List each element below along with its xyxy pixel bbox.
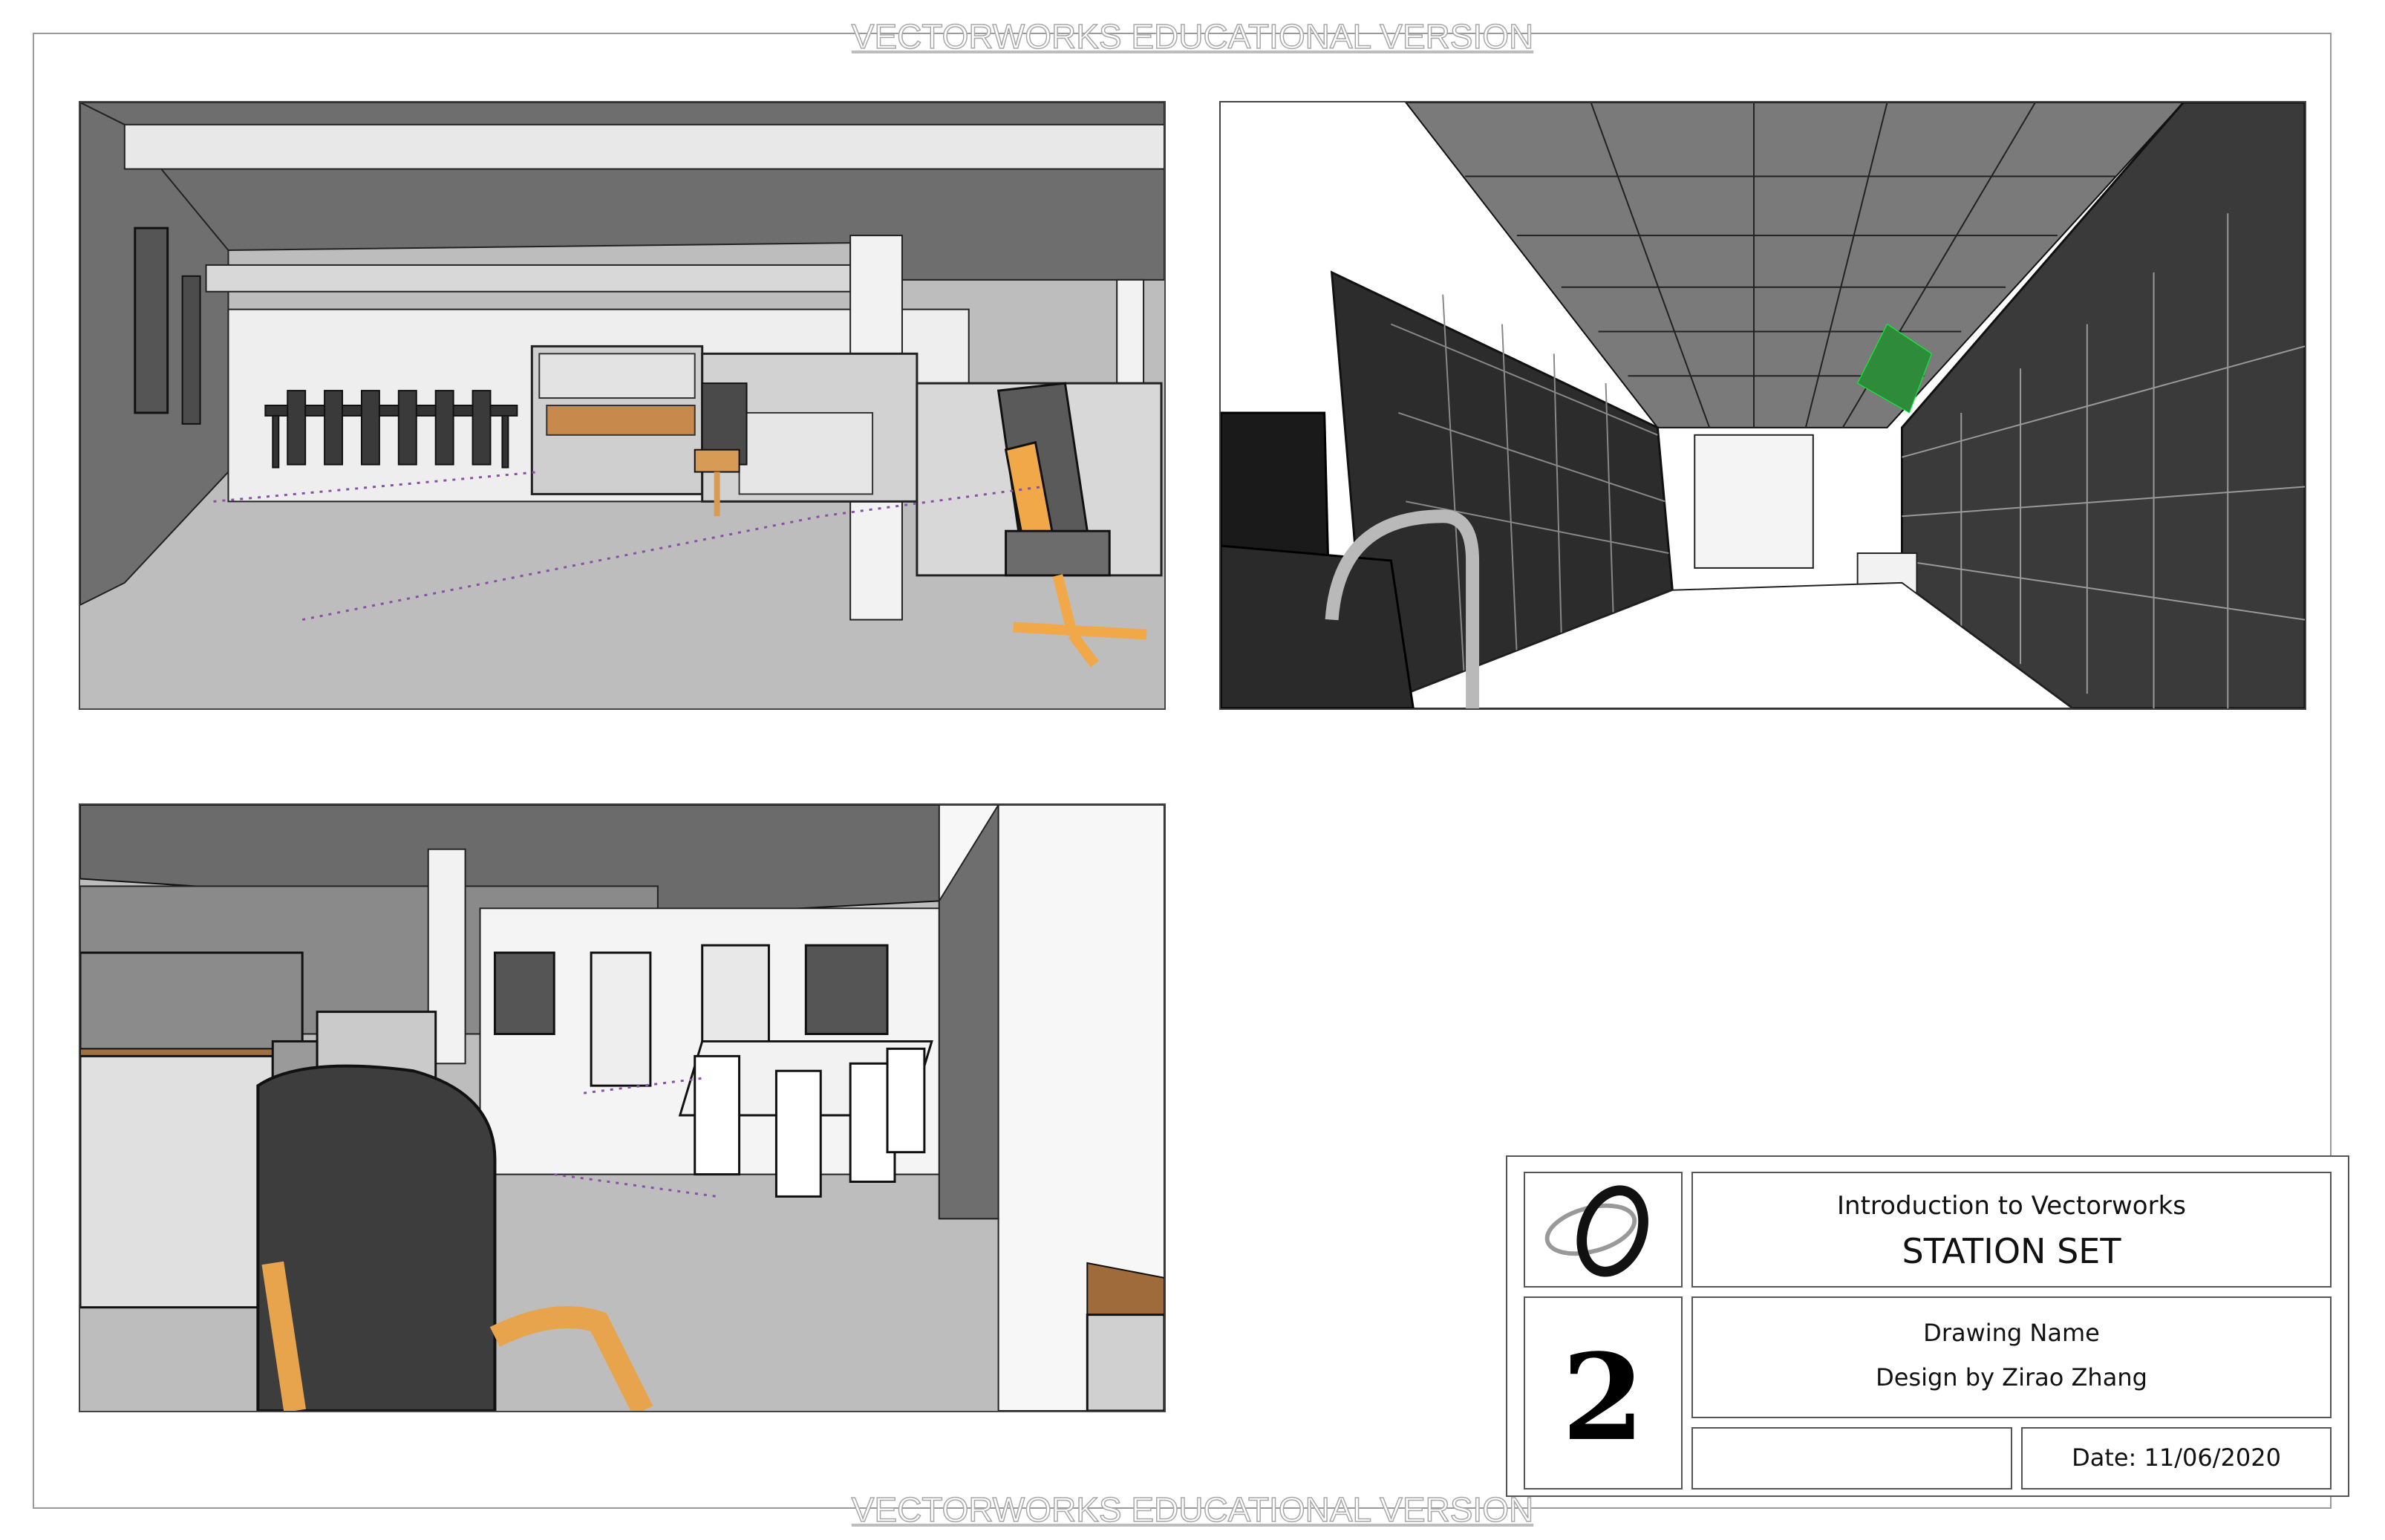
watermark-bottom: VECTORWORKS EDUCATIONAL VERSION — [851, 1490, 1534, 1530]
sheet-number-cell: 2 — [1524, 1296, 1683, 1490]
viewport-office-cubicles[interactable] — [79, 101, 1166, 710]
drawing-name-cell: Drawing Name Design by Zirao Zhang — [1691, 1296, 2332, 1418]
course-cell: Introduction to Vectorworks STATION SET — [1691, 1172, 2332, 1288]
date-cell: Date: 11/06/2020 — [2021, 1427, 2332, 1490]
viewport-conference-area[interactable] — [79, 803, 1166, 1412]
course-title: Introduction to Vectorworks — [1837, 1191, 2186, 1221]
render-conference-area — [80, 805, 1164, 1411]
sheet-border — [33, 33, 2332, 1509]
blank-cell — [1691, 1427, 2012, 1490]
vectorworks-logo-icon — [1544, 1185, 1648, 1277]
viewport-corridor-lockers[interactable] — [1219, 101, 2306, 710]
render-office-cubicles — [80, 102, 1164, 708]
set-name: STATION SET — [1902, 1231, 2121, 1271]
drawing-name: Drawing Name — [1923, 1319, 2100, 1347]
watermark-top: VECTORWORKS EDUCATIONAL VERSION — [851, 16, 1534, 56]
logo-cell — [1524, 1172, 1683, 1288]
date-text: Date: 11/06/2020 — [2072, 1443, 2281, 1472]
render-corridor-lockers — [1221, 102, 2305, 708]
sheet-number: 2 — [1562, 1328, 1645, 1467]
designer-credit: Design by Zirao Zhang — [1876, 1363, 2147, 1391]
